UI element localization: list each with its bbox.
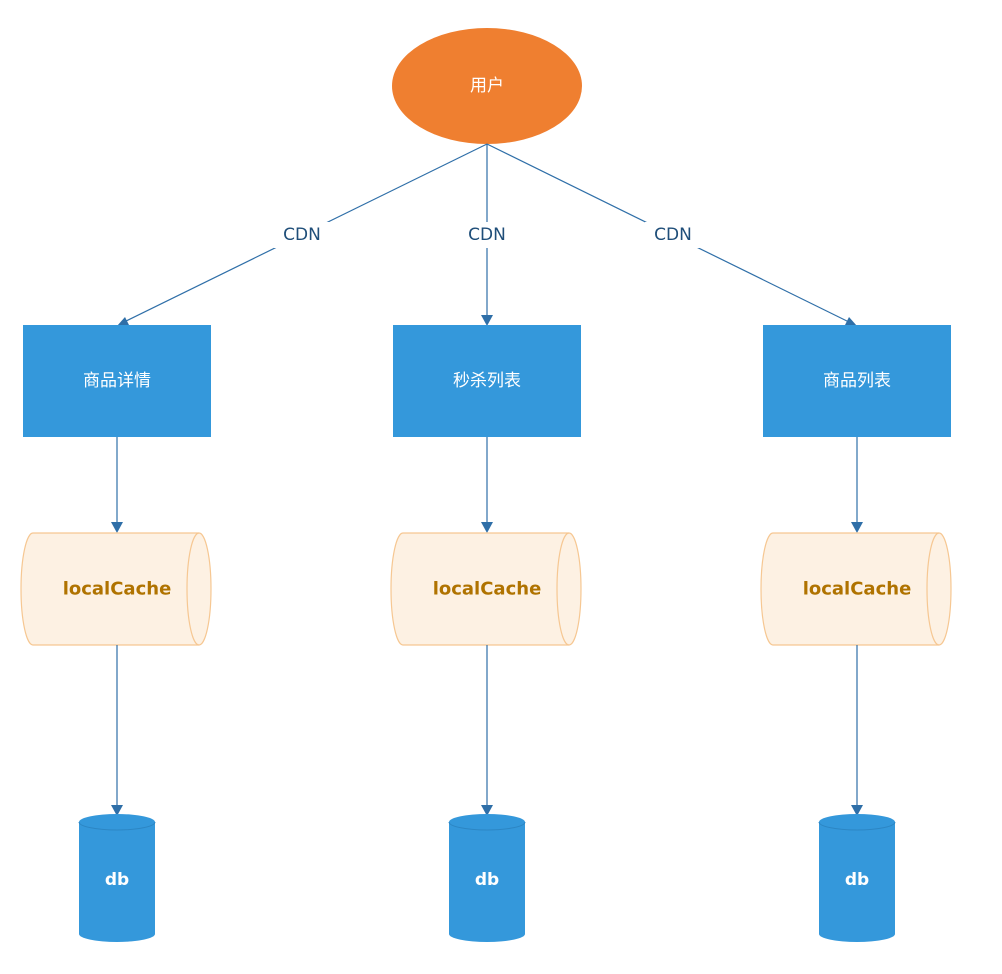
db-node-3: db (818, 814, 896, 942)
cache-label: localCache (803, 579, 912, 600)
db-label: db (845, 870, 869, 890)
user-node: 用户 (392, 28, 582, 144)
page-label: 商品列表 (823, 371, 891, 391)
cache-node-1: localCache (20, 532, 212, 646)
edge-cache-to-db-1 (111, 645, 123, 816)
cache-node-3: localCache (760, 532, 952, 646)
edge-page-to-cache-3 (851, 437, 863, 533)
edge-page-to-cache-1 (111, 437, 123, 533)
db-node-2: db (448, 814, 526, 942)
cdn-label-1: CDN (274, 222, 330, 248)
page-node-product-detail: 商品详情 (23, 325, 211, 437)
cdn-label-3: CDN (645, 222, 701, 248)
cdn-label-2: CDN (459, 222, 515, 248)
cache-label: localCache (63, 579, 172, 600)
db-label: db (105, 870, 129, 890)
db-node-1: db (78, 814, 156, 942)
cache-node-2: localCache (390, 532, 582, 646)
user-label: 用户 (470, 76, 504, 96)
page-node-product-list: 商品列表 (763, 325, 951, 437)
edge-cache-to-db-2 (481, 645, 493, 816)
page-label: 秒杀列表 (453, 371, 521, 391)
cache-label: localCache (433, 579, 542, 600)
edge-page-to-cache-2 (481, 437, 493, 533)
svg-text:CDN: CDN (283, 225, 321, 245)
edge-cache-to-db-3 (851, 645, 863, 816)
page-node-seckill-list: 秒杀列表 (393, 325, 581, 437)
page-label: 商品详情 (83, 371, 151, 391)
db-label: db (475, 870, 499, 890)
svg-text:CDN: CDN (654, 225, 692, 245)
svg-text:CDN: CDN (468, 225, 506, 245)
